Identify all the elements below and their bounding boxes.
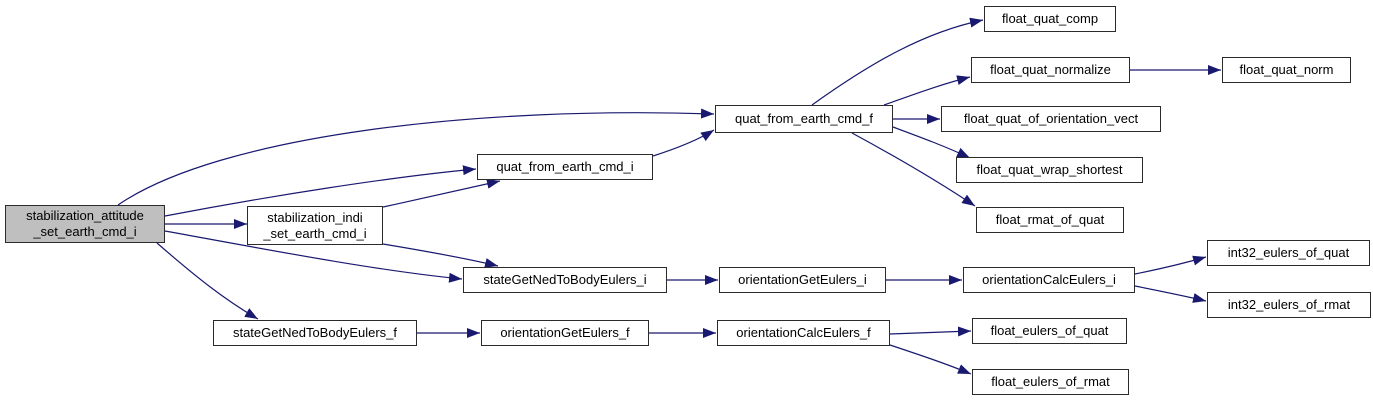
edge-stabilization_indi_set_earth_cmd_i-to-quat_from_earth_cmd_i [382,178,501,208]
node-label: orientationCalcEulers_i [982,272,1116,287]
edge-orientationCalcEulers_f-to-float_eulers_of_rmat [889,344,972,375]
node-quat_from_earth_cmd_f[interactable]: quat_from_earth_cmd_f [715,105,893,133]
edge-quat_from_earth_cmd_f-to-float_quat_comp [811,17,984,106]
node-label: orientationGetEulers_i [738,272,867,287]
node-float_rmat_of_quat[interactable]: float_rmat_of_quat [976,207,1124,233]
node-quat_from_earth_cmd_i[interactable]: quat_from_earth_cmd_i [477,154,653,180]
node-stateGetNedToBodyEulers_f[interactable]: stateGetNedToBodyEulers_f [213,320,417,346]
node-orientationCalcEulers_f[interactable]: orientationCalcEulers_f [717,320,890,346]
node-label: float_quat_wrap_shortest [976,162,1123,177]
edge-stabilization_indi_set_earth_cmd_i-to-stateGetNedToBodyEulers_i [382,243,499,268]
node-label: stabilization_attitude [26,208,144,223]
node-stabilization_attitude_set_earth_cmd_i: stabilization_attitude_set_earth_cmd_i [5,205,165,243]
edge-orientationCalcEulers_i-to-int32_eulers_of_quat [1134,255,1207,275]
node-label: _set_earth_cmd_i [33,224,137,239]
node-label: int32_eulers_of_quat [1227,245,1350,260]
edge-orientationCalcEulers_i-to-int32_eulers_of_rmat [1134,285,1207,303]
edge-orientationCalcEulers_f-to-float_eulers_of_quat [889,326,972,337]
node-stateGetNedToBodyEulers_i[interactable]: stateGetNedToBodyEulers_i [463,267,667,293]
node-float_quat_normalize[interactable]: float_quat_normalize [971,57,1130,83]
node-label: float_quat_comp [1001,11,1099,26]
edge-stabilization_attitude_set_earth_cmd_i-to-stateGetNedToBodyEulers_i [164,230,463,283]
node-label: float_eulers_of_quat [990,323,1109,338]
edge-quat_from_earth_cmd_f-to-float_quat_normalize [883,75,971,106]
node-int32_eulers_of_quat[interactable]: int32_eulers_of_quat [1207,240,1370,266]
node-label: int32_eulers_of_rmat [1227,297,1351,312]
node-label: float_quat_normalize [990,62,1111,77]
node-label: stateGetNedToBodyEulers_f [232,325,398,340]
node-label: quat_from_earth_cmd_i [496,159,634,174]
node-label: quat_from_earth_cmd_f [734,111,874,126]
node-float_quat_wrap_shortest[interactable]: float_quat_wrap_shortest [956,157,1143,183]
node-label: float_quat_norm [1239,62,1334,77]
node-orientationCalcEulers_i[interactable]: orientationCalcEulers_i [963,267,1135,293]
edge-stabilization_attitude_set_earth_cmd_i-to-quat_from_earth_cmd_f [117,108,715,206]
node-stabilization_indi_set_earth_cmd_i[interactable]: stabilization_indi_set_earth_cmd_i [247,206,383,245]
node-float_eulers_of_quat[interactable]: float_eulers_of_quat [972,318,1127,344]
node-label: float_eulers_of_rmat [991,374,1110,389]
node-label: stabilization_indi [267,209,363,225]
edge-quat_from_earth_cmd_f-to-float_rmat_of_quat [851,132,976,207]
node-int32_eulers_of_rmat[interactable]: int32_eulers_of_rmat [1207,292,1371,318]
edge-quat_from_earth_cmd_f-to-float_quat_wrap_shortest [892,126,971,159]
node-orientationGetEulers_f[interactable]: orientationGetEulers_f [481,320,649,346]
node-label: orientationGetEulers_f [500,325,630,340]
node-float_quat_norm[interactable]: float_quat_norm [1222,57,1351,83]
edge-quat_from_earth_cmd_i-to-quat_from_earth_cmd_f [652,129,715,157]
node-label: _set_earth_cmd_i [263,225,367,241]
node-float_quat_of_orientation_vect[interactable]: float_quat_of_orientation_vect [941,106,1161,132]
node-float_quat_comp[interactable]: float_quat_comp [984,6,1116,32]
edge-stabilization_attitude_set_earth_cmd_i-to-quat_from_earth_cmd_i [164,165,477,217]
node-label: stateGetNedToBodyEulers_i [483,272,647,287]
node-label: float_quat_of_orientation_vect [963,111,1139,126]
node-orientationGetEulers_i[interactable]: orientationGetEulers_i [719,267,886,293]
node-label: orientationCalcEulers_f [736,325,871,340]
node-float_eulers_of_rmat[interactable]: float_eulers_of_rmat [972,369,1129,395]
edge-stabilization_attitude_set_earth_cmd_i-to-stateGetNedToBodyEulers_f [156,242,259,320]
node-label: float_rmat_of_quat [995,212,1105,227]
